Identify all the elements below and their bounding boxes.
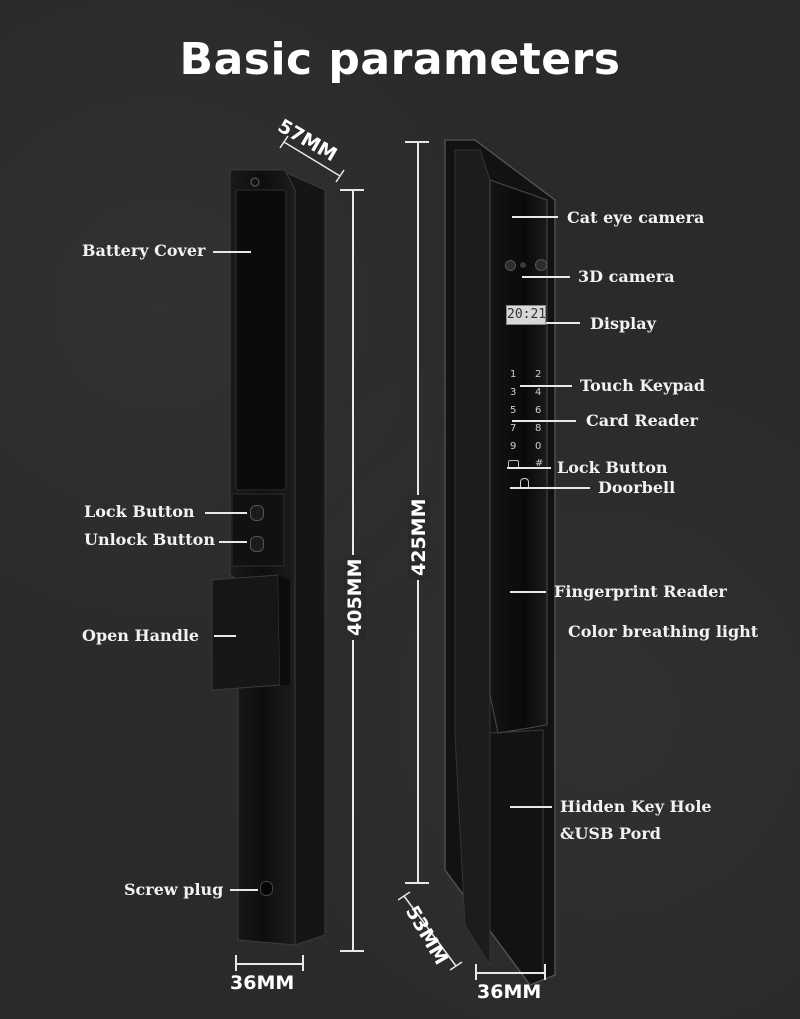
keypad-key[interactable]: # xyxy=(535,458,544,469)
doorbell-icon[interactable] xyxy=(520,478,529,488)
page-title: Basic parameters xyxy=(179,34,621,85)
keypad-key[interactable]: 6 xyxy=(535,405,542,416)
camera-lens-icon xyxy=(520,262,526,268)
keypad-key[interactable]: 0 xyxy=(535,441,542,452)
unlock-button-pointer xyxy=(219,541,247,543)
display-pointer xyxy=(546,322,580,324)
unlock-button[interactable] xyxy=(250,536,264,552)
screw-plug-label: Screw plug xyxy=(124,880,224,899)
doorbell-label: Doorbell xyxy=(598,478,676,497)
cat-eye-camera-label: Cat eye camera xyxy=(567,208,705,227)
width-right-dimension: 36MM xyxy=(477,981,542,1003)
color-breathing-light-label: Color breathing light xyxy=(568,622,759,641)
lock-button[interactable] xyxy=(250,505,264,521)
display-label: Display xyxy=(590,314,656,333)
keypad-key[interactable]: 3 xyxy=(510,387,517,398)
dimension-cap xyxy=(302,955,304,971)
camera-lens-icon xyxy=(535,259,547,271)
card-reader-pointer xyxy=(512,420,576,422)
lock-button-pointer xyxy=(205,512,247,514)
fingerprint-reader-pointer xyxy=(510,591,546,593)
keypad-key[interactable]: 5 xyxy=(510,405,517,416)
touch-keypad-label: Touch Keypad xyxy=(580,376,706,395)
keypad-key[interactable]: 8 xyxy=(535,423,542,434)
screw-plug-pointer xyxy=(230,889,258,891)
dimension-cap xyxy=(475,964,477,980)
camera-3d-label: 3D camera xyxy=(578,267,675,286)
usb-port-label: &USB Pord xyxy=(560,824,661,843)
display-time: 20:21 xyxy=(507,307,547,322)
width-left-dimension-line xyxy=(235,963,303,965)
fingerprint-reader-label: Fingerprint Reader xyxy=(554,582,727,601)
battery-cover-label: Battery Cover xyxy=(82,241,206,260)
lock-button-front-label: Lock Button xyxy=(557,458,668,477)
depth-bottom-dimension-line xyxy=(398,891,463,971)
lock-key-icon[interactable] xyxy=(508,460,519,469)
battery-cover-pointer xyxy=(213,251,251,253)
lock-button-label: Lock Button xyxy=(84,502,195,521)
touch-keypad-pointer xyxy=(520,385,572,387)
hidden-key-hole-label: Hidden Key Hole xyxy=(560,797,712,816)
length-right-dimension: 425MM xyxy=(408,494,430,580)
inner-lock-panel xyxy=(211,169,326,946)
keypad-key[interactable]: 7 xyxy=(510,423,517,434)
dimension-cap xyxy=(235,955,237,971)
open-handle-pointer xyxy=(214,635,236,637)
width-right-dimension-line xyxy=(475,972,545,974)
card-reader-label: Card Reader xyxy=(586,411,698,430)
keypad-key[interactable]: 2 xyxy=(535,369,542,380)
camera-3d-pointer xyxy=(522,276,570,278)
hidden-key-hole-pointer xyxy=(510,806,552,808)
keypad-key[interactable]: 1 xyxy=(510,369,517,380)
keypad-key[interactable]: 4 xyxy=(535,387,542,398)
dimension-cap xyxy=(544,964,546,980)
cat-eye-camera-pointer xyxy=(512,216,558,218)
doorbell-pointer xyxy=(510,487,590,489)
length-left-dimension: 405MM xyxy=(344,554,366,640)
unlock-button-label: Unlock Button xyxy=(84,530,215,549)
width-left-dimension: 36MM xyxy=(230,972,295,994)
dimension-cap xyxy=(405,141,429,143)
lock-display: 20:21 xyxy=(506,305,546,325)
lock-button-front-pointer xyxy=(507,467,551,469)
depth-top-dimension-line xyxy=(279,135,345,183)
dimension-cap xyxy=(405,882,429,884)
dimension-cap xyxy=(340,950,364,952)
dimension-cap xyxy=(340,189,364,191)
camera-lens-icon xyxy=(505,260,516,271)
keypad-key[interactable]: 9 xyxy=(510,441,517,452)
screw-plug-hole xyxy=(260,881,273,896)
open-handle-label: Open Handle xyxy=(82,626,200,645)
